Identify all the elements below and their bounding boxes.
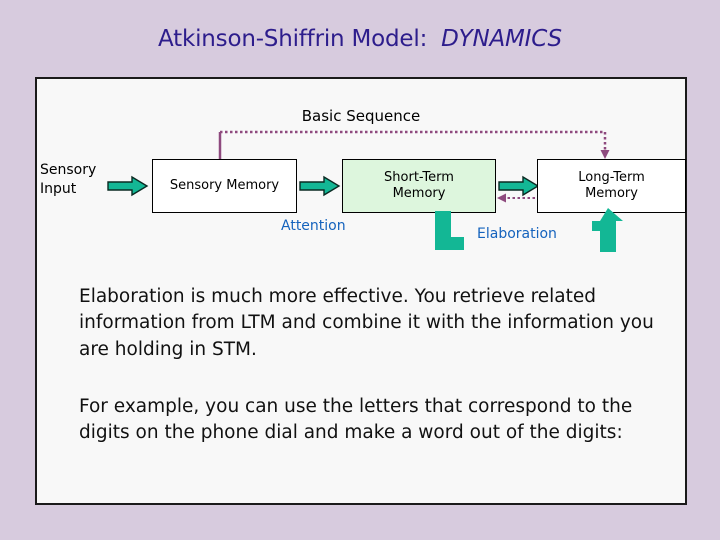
box-sensory-memory: Sensory Memory — [152, 159, 297, 213]
content-panel: Basic Sequence Sensory Input S — [35, 77, 687, 505]
body-paragraph-1: Elaboration is much more effective. You … — [79, 285, 654, 361]
page-title-main: Atkinson-Shiffrin Model: — [158, 26, 428, 52]
memory-model-diagram: Basic Sequence Sensory Input S — [37, 79, 686, 259]
elbow-arrow-short-term-outflow — [435, 211, 464, 250]
arrow-sensory-input-to-sensory-memory — [107, 175, 149, 197]
elaboration-label: Elaboration — [477, 226, 557, 242]
page-title: Atkinson-Shiffrin Model: DYNAMICS — [0, 26, 720, 52]
box-sensory-memory-label: Sensory Memory — [169, 177, 280, 193]
attention-label: Attention — [281, 218, 346, 234]
box-long-term-memory-label: Long-Term Memory — [578, 169, 645, 201]
body-paragraph-2: For example, you can use the letters tha… — [79, 395, 633, 444]
arrow-short-term-to-long-term — [498, 175, 540, 197]
box-short-term-memory-label: Short-Term Memory — [384, 169, 454, 201]
basic-sequence-label: Basic Sequence — [301, 107, 421, 125]
box-long-term-memory: Long-Term Memory — [537, 159, 686, 213]
sensory-input-label: Sensory Input — [40, 162, 97, 197]
page-title-emphasis: DYNAMICS — [441, 26, 562, 52]
arrow-up-into-long-term-memory — [592, 208, 623, 252]
box-short-term-memory: Short-Term Memory — [342, 159, 496, 213]
arrow-sensory-memory-to-short-term — [299, 175, 341, 197]
